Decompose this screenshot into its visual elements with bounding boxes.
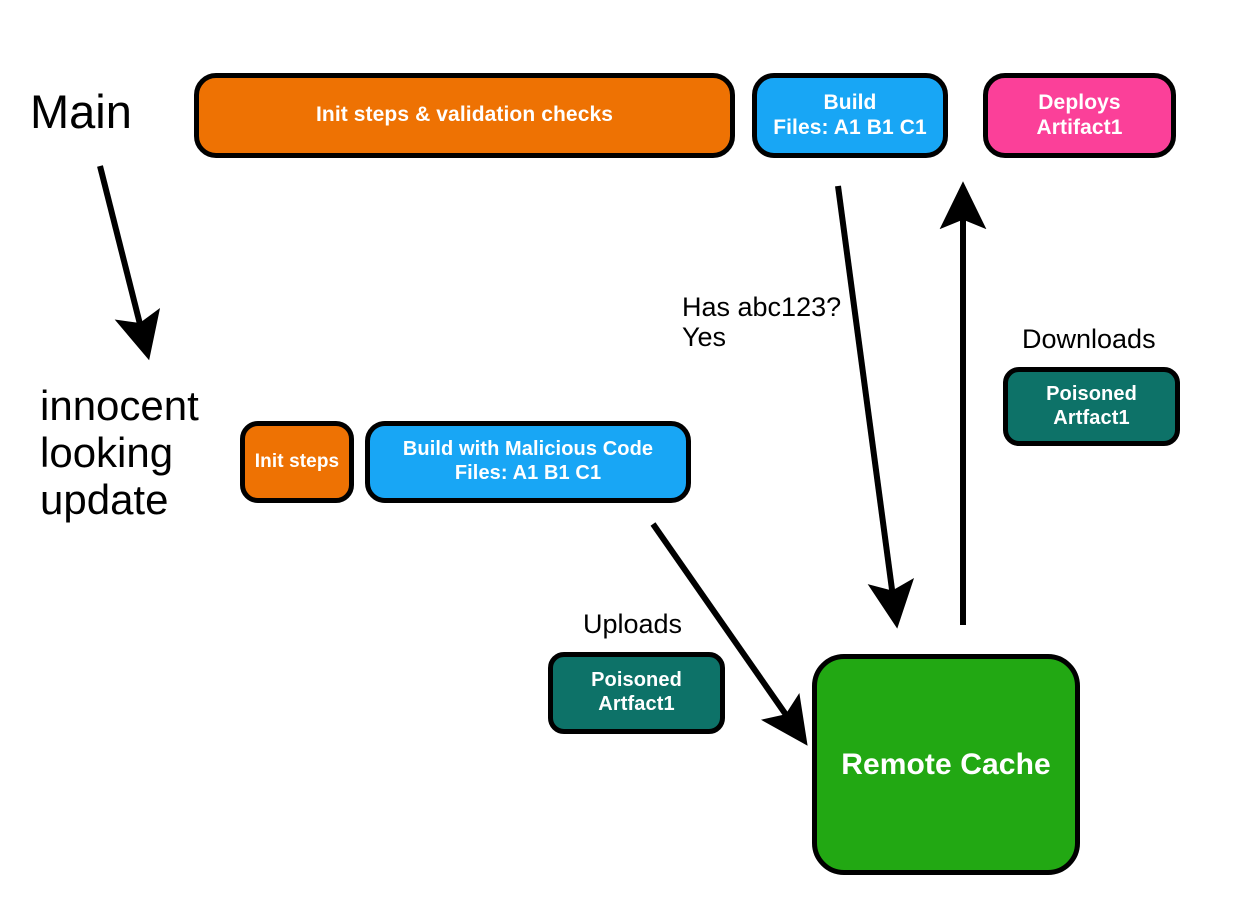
node-init-steps-line-1: Init steps — [254, 450, 340, 472]
node-init-steps-validation-checks[interactable]: Init steps & validation checks — [194, 73, 735, 158]
node-poisoned-artifact-uploaded-line-1: Poisoned — [591, 669, 682, 692]
lane-label-update-line-1: innocent — [40, 382, 199, 429]
node-poisoned-artifact-downloaded[interactable]: Poisoned Artfact1 — [1003, 367, 1180, 446]
node-build-with-malicious-code[interactable]: Build with Malicious Code Files: A1 B1 C… — [365, 421, 691, 503]
edge-label-downloads: Downloads — [1022, 324, 1156, 354]
node-poisoned-artifact-uploaded-line-2: Artfact1 — [598, 693, 675, 715]
edge-label-cache-query: Has abc123? Yes — [682, 292, 841, 352]
node-poisoned-artifact-downloaded-line-2: Artfact1 — [1053, 406, 1130, 429]
node-poisoned-artifact-downloaded-line-1: Poisoned — [1046, 382, 1137, 405]
node-build-with-malicious-code-line-2: Files: A1 B1 C1 — [454, 462, 602, 484]
node-remote-cache-label: Remote Cache — [841, 747, 1051, 781]
arrow-main-to-update — [97, 165, 161, 361]
edge-label-cache-query-line-2: Yes — [682, 322, 727, 353]
node-build[interactable]: Build Files: A1 B1 C1 — [752, 73, 948, 158]
node-remote-cache[interactable]: Remote Cache — [812, 654, 1080, 875]
edge-label-cache-query-line-1: Has abc123? — [682, 292, 842, 322]
node-deploys-artifact[interactable]: Deploys Artifact1 — [983, 73, 1176, 158]
lane-label-main: Main — [30, 85, 132, 138]
node-init-steps-validation-checks-line-1: Init steps & validation checks — [315, 103, 614, 127]
node-poisoned-artifact-uploaded[interactable]: Poisoned Artfact1 — [548, 652, 725, 734]
arrow-build-to-cache — [835, 185, 915, 629]
node-deploys-artifact-line-2: Artifact1 — [1036, 115, 1123, 139]
edge-label-uploads: Uploads — [583, 609, 683, 639]
node-build-line-2: Files: A1 B1 C1 — [773, 115, 927, 139]
node-build-line-1: Build — [823, 90, 877, 114]
lane-label-update-line-2: looking — [40, 429, 174, 477]
node-build-with-malicious-code-line-1: Build with Malicious Code — [402, 438, 654, 461]
node-init-steps[interactable]: Init steps — [240, 421, 354, 503]
lane-label-update: innocent looking update — [40, 382, 199, 523]
node-deploys-artifact-line-1: Deploys — [1038, 90, 1121, 114]
lane-label-update-line-3: update — [40, 476, 169, 524]
